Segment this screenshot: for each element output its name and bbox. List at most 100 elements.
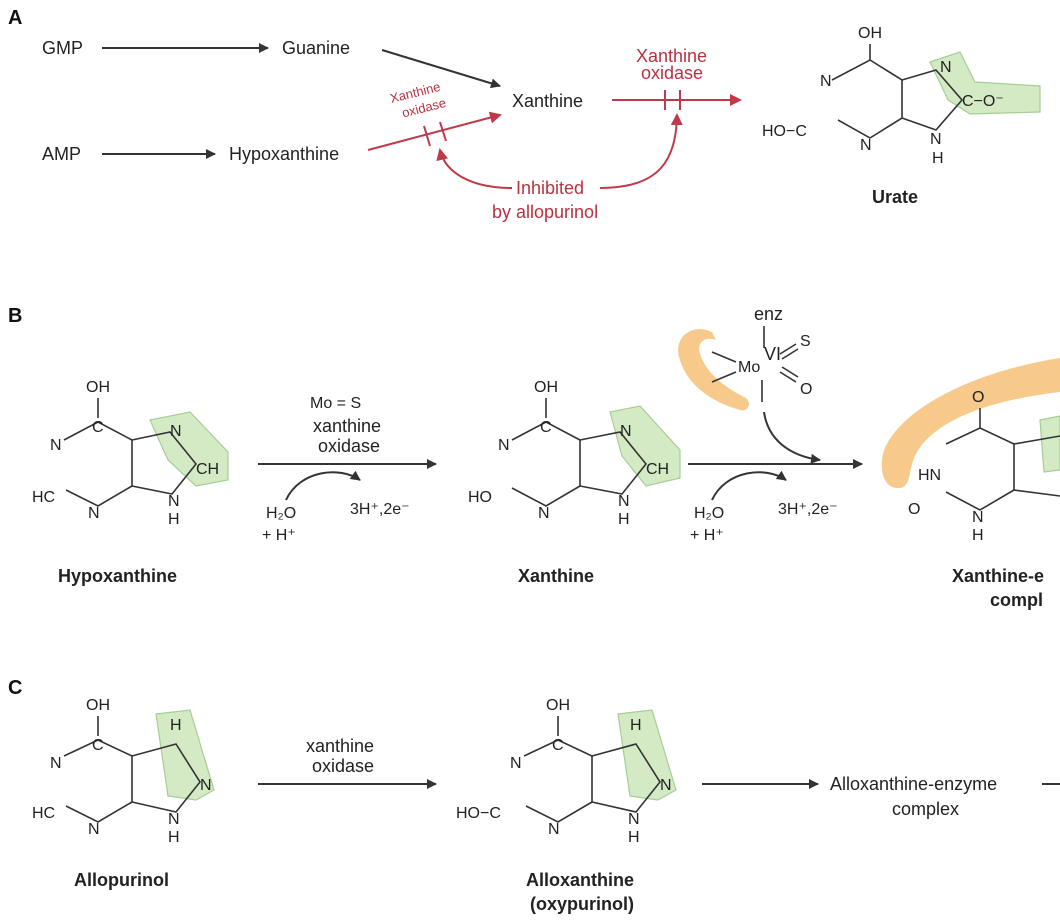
step1-xanthine: xanthine xyxy=(313,416,381,436)
complex-bond-right1 xyxy=(1013,435,1060,445)
step2-side-arrow xyxy=(711,470,787,501)
hypoxanthine-highlight xyxy=(149,411,229,487)
mo-bond-left2 xyxy=(711,371,737,383)
allo-h1: H xyxy=(170,717,182,734)
xan-ho: HO xyxy=(468,489,492,506)
hypox-oh: OH xyxy=(86,379,110,396)
complex-bond-right2 xyxy=(1013,489,1060,497)
inhibited-label-1: Inhibited xyxy=(516,178,584,198)
alx-c1: C xyxy=(552,737,564,754)
mo-vi: VI xyxy=(764,344,781,364)
xan-n4: N xyxy=(618,493,630,510)
step1-products: 3H⁺,2e⁻ xyxy=(350,501,410,518)
allo-ring-6 xyxy=(63,739,133,823)
gmp-label: GMP xyxy=(42,38,83,58)
hypox-ch: CH xyxy=(196,461,219,478)
complex-highlight xyxy=(1039,415,1060,473)
urate-n3: N xyxy=(860,137,872,154)
hypoxanthine-label: Hypoxanthine xyxy=(229,144,339,164)
allopurinol-highlight xyxy=(155,709,215,801)
amp-label: AMP xyxy=(42,144,81,164)
inhibit-bar-left-1 xyxy=(423,125,431,147)
urate-n2: N xyxy=(940,59,952,76)
stepc-xanthine: xanthine xyxy=(306,736,374,756)
allopurinol-name: Allopurinol xyxy=(74,870,169,890)
hypox-n2: N xyxy=(170,423,182,440)
mo-s: S xyxy=(800,333,811,350)
inhibit-bar-left-2 xyxy=(439,121,447,142)
alx-h2: H xyxy=(628,829,640,846)
complex-n: N xyxy=(972,509,984,526)
complex-ring-6 xyxy=(945,427,1015,511)
xanthine-label: Xanthine xyxy=(512,91,583,111)
urate-ho: HO−C xyxy=(762,123,807,140)
xan-ch: CH xyxy=(646,461,669,478)
xan-n1: N xyxy=(498,437,510,454)
inhibited-label-2: by allopurinol xyxy=(492,202,598,222)
stepc-oxidase: oxidase xyxy=(312,756,374,776)
mo-bond-o2 xyxy=(781,366,799,378)
step1-side-arrow xyxy=(285,470,361,501)
allo-n1: N xyxy=(50,755,62,772)
mo-to-complex-arrow xyxy=(763,411,821,464)
step1-oxidase: oxidase xyxy=(318,436,380,456)
urate-name: Urate xyxy=(872,187,918,207)
urate-oh: OH xyxy=(858,25,882,42)
allo-n4: N xyxy=(168,811,180,828)
enzyme-shape-small xyxy=(678,329,749,411)
xo-right-label-2: oxidase xyxy=(641,63,703,83)
urate-highlight xyxy=(929,51,1041,115)
mo-bond-o1 xyxy=(779,371,797,383)
step1-mos: Mo = S xyxy=(310,395,361,412)
guanine-to-xanthine-arrow xyxy=(381,49,501,89)
xo-right-label-1: Xanthine xyxy=(636,46,707,66)
mo-atom: Mo xyxy=(738,359,760,376)
step2-products: 3H⁺,2e⁻ xyxy=(778,501,838,518)
inhibit-curve-left xyxy=(436,148,513,189)
allo-c1: C xyxy=(92,737,104,754)
urate-h: H xyxy=(932,150,944,167)
enzyme-shape-large xyxy=(881,358,1060,489)
alx-complex-2: complex xyxy=(892,799,959,819)
hypox-n1: N xyxy=(50,437,62,454)
alx-n4: N xyxy=(628,811,640,828)
guanine-label: Guanine xyxy=(282,38,350,58)
alx-n1: N xyxy=(510,755,522,772)
alloxanthine-name-2: (oxypurinol) xyxy=(530,894,634,914)
complex-h: H xyxy=(972,527,984,544)
step2-h2o: H₂O xyxy=(694,505,724,522)
hypox-ring-6 xyxy=(63,421,133,507)
allo-n3: N xyxy=(88,821,100,838)
xanthine-highlight xyxy=(609,405,681,487)
hypox-hc: HC xyxy=(32,489,55,506)
mo-enz: enz xyxy=(754,304,783,324)
alx-n2: N xyxy=(660,777,672,794)
allo-n2: N xyxy=(200,777,212,794)
alloxanthine-name-1: Alloxanthine xyxy=(526,870,634,890)
alx-oh: OH xyxy=(546,697,570,714)
hypox-n3: N xyxy=(88,505,100,522)
urate-o-minus: C−O⁻ xyxy=(962,93,1004,110)
complex-o-left: O xyxy=(908,501,920,518)
hypox-to-xanthine-arrow xyxy=(367,111,502,151)
urate-ring-6 xyxy=(831,59,903,139)
allo-oh: OH xyxy=(86,697,110,714)
alx-complex-1: Alloxanthine-enzyme xyxy=(830,774,997,794)
mo-bond-s1 xyxy=(779,343,797,355)
xan-c1: C xyxy=(540,419,552,436)
complex-o-top: O xyxy=(972,389,984,406)
step1-h2o: H₂O xyxy=(266,505,296,522)
urate-ring-5 xyxy=(901,69,964,131)
mo-bond-left1 xyxy=(711,351,737,363)
xan-n3: N xyxy=(538,505,550,522)
xan-oh: OH xyxy=(534,379,558,396)
alx-h1: H xyxy=(630,717,642,734)
mo-bond-s2 xyxy=(781,348,799,360)
mo-o: O xyxy=(800,381,812,398)
inhibit-curve-right xyxy=(599,113,683,189)
hypox-n4: N xyxy=(168,493,180,510)
allo-hc: HC xyxy=(32,805,55,822)
alloxanthine-highlight xyxy=(617,709,677,801)
